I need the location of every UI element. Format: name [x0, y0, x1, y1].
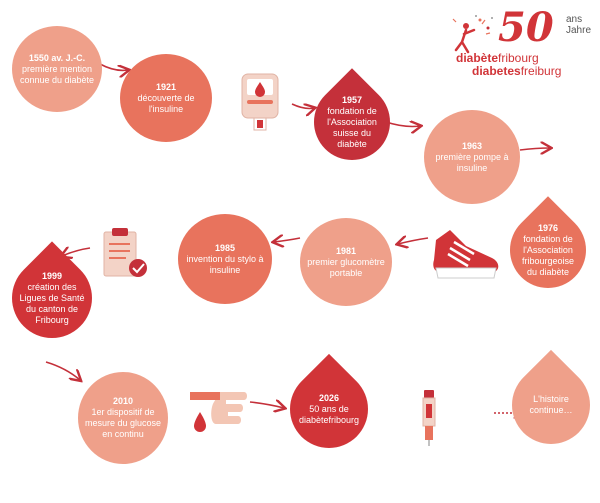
arrow-6 — [274, 238, 301, 242]
anniversary-logo: 50 ans Jahre diabètefribourg diabetesfre… — [448, 8, 594, 80]
arrow-9 — [249, 402, 284, 408]
arrow-5 — [398, 238, 429, 244]
logo-line-de: diabetesfreiburg — [472, 64, 562, 78]
event-2010: 2010 1er dispositif de mesure du glucose… — [78, 372, 168, 464]
event-1550bc: 1550 av. J.-C. première mention connue d… — [12, 26, 102, 112]
confetti-icon — [452, 15, 493, 54]
arrow-4 — [519, 148, 550, 150]
arrow-8 — [45, 361, 80, 380]
event-1921: 1921 découverte de l'insuline — [120, 54, 212, 142]
finger-blood-drop-icon — [190, 392, 247, 432]
logo-number: 50 — [498, 4, 554, 51]
event-1981: 1981 premier glucomètre portable — [300, 218, 392, 306]
arrow-1 — [99, 63, 128, 70]
logo-line-fr: diabètefribourg — [456, 51, 539, 65]
arrow-2 — [291, 104, 314, 109]
insulin-pen-icon — [422, 390, 436, 446]
logo-years: ans Jahre — [566, 14, 592, 36]
clipboard-check-icon — [103, 228, 147, 277]
event-1985: 1985 invention du stylo à insuline — [178, 214, 272, 304]
glucometer-icon — [241, 73, 279, 131]
sneaker-icon — [433, 230, 499, 279]
arrow-3 — [385, 122, 420, 127]
event-1963: 1963 première pompe à insuline — [424, 110, 520, 204]
